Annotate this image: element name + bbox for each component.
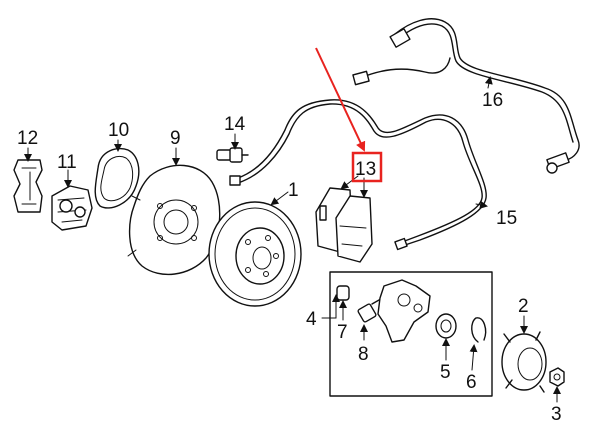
callout-6: 6	[466, 372, 477, 393]
callout-labels: 1 2 3 4 5 6 7 8 9 10 11 12 13 14 15 16	[17, 90, 562, 425]
callout-10: 10	[108, 120, 129, 141]
part-6-snap-ring[interactable]	[471, 317, 487, 343]
callout-14: 14	[224, 114, 246, 135]
callout-13: 13	[355, 159, 376, 180]
part-14-sensor[interactable]	[216, 147, 249, 163]
callout-16: 16	[482, 90, 503, 111]
callout-9: 9	[170, 128, 181, 149]
callout-15: 15	[496, 208, 517, 229]
callout-12: 12	[17, 128, 38, 149]
part-15-brake-line[interactable]	[229, 99, 487, 251]
callout-8: 8	[358, 344, 369, 365]
part-11-caliper[interactable]	[51, 185, 93, 231]
callout-4: 4	[306, 309, 317, 330]
steering-knuckle[interactable]	[377, 279, 431, 343]
part-9-backing-plate[interactable]	[127, 164, 221, 276]
part-2-wheel-hub[interactable]	[501, 331, 547, 393]
callout-3: 3	[551, 404, 562, 425]
highlight-callout-13	[315, 47, 383, 183]
callout-11: 11	[57, 152, 77, 173]
hub-assembly-box	[329, 271, 493, 397]
callout-2: 2	[518, 296, 529, 317]
part-13-brake-pads[interactable]	[315, 187, 373, 263]
part-3-axle-nut[interactable]	[549, 367, 565, 387]
callout-7: 7	[337, 322, 348, 343]
part-12-spring-clip[interactable]	[13, 159, 43, 213]
callout-5: 5	[440, 362, 451, 383]
callout-1: 1	[288, 180, 299, 201]
part-10-gasket[interactable]	[94, 147, 140, 209]
part-5-wheel-bearing[interactable]	[435, 313, 457, 339]
part-7-bushing[interactable]	[336, 285, 350, 301]
part-16-abs-sensor-wire[interactable]	[352, 18, 580, 174]
part-1-brake-rotor[interactable]	[208, 201, 302, 307]
leader-lines	[24, 76, 561, 403]
